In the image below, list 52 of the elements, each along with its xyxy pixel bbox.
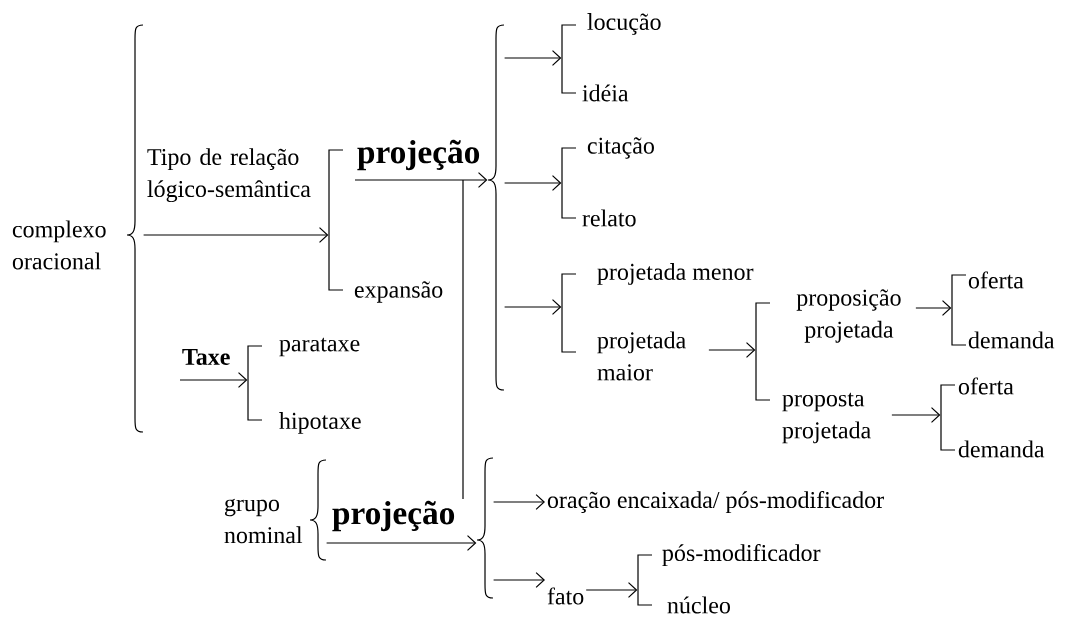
bracket — [561, 24, 577, 94]
curly-brace — [487, 24, 505, 391]
arrow — [504, 299, 562, 315]
arrow — [585, 582, 638, 598]
term-text: pós-modificador — [662, 544, 821, 566]
term-text: oferta — [958, 377, 1014, 395]
arrow — [493, 494, 545, 510]
arrow — [504, 175, 562, 191]
arrow — [354, 172, 488, 188]
arrow — [708, 342, 756, 358]
term-text: projetada maior — [597, 331, 686, 381]
arrow — [493, 572, 545, 588]
term-text: relato — [582, 209, 636, 227]
term-text: parataxe — [279, 337, 360, 357]
bracket — [951, 274, 967, 346]
arrow — [915, 300, 952, 316]
term-text: fato — [547, 587, 584, 605]
term-text: hipotaxe — [279, 412, 361, 434]
bracket — [637, 554, 653, 606]
term-text: demanda — [958, 440, 1045, 458]
curly-brace — [309, 459, 327, 561]
connector-line — [462, 179, 464, 500]
term-text: citação — [587, 137, 654, 159]
term-text: locução — [587, 13, 661, 35]
bracket — [328, 149, 344, 291]
arrow — [504, 50, 562, 66]
term-text: complexo oracional — [12, 220, 106, 270]
term-text: proposta projetada — [782, 392, 871, 444]
arrow — [326, 535, 477, 551]
bracket — [940, 384, 956, 451]
term-text: expansão — [354, 281, 443, 303]
term-text: proposição projetada — [796, 289, 901, 343]
term-text: oferta — [968, 271, 1024, 289]
term-text: oração encaixada/ pós-modificador — [547, 491, 884, 513]
arrow — [891, 407, 941, 423]
arrow — [179, 372, 248, 388]
edge-label: Tipo de relação lógico-semântica — [147, 148, 311, 203]
bracket — [561, 147, 577, 219]
term-text: demanda — [968, 331, 1055, 349]
term-text: idéia — [582, 84, 629, 102]
heading-text: projeção — [357, 139, 480, 171]
bracket — [755, 302, 771, 401]
term-text: grupo nominal — [224, 498, 303, 544]
curly-brace — [476, 457, 494, 599]
bracket — [247, 345, 263, 421]
term-text: núcleo — [667, 596, 730, 614]
heading-text: projeção — [332, 500, 455, 532]
term-text: projetada menor — [597, 263, 754, 285]
curly-brace — [126, 24, 144, 433]
arrow — [143, 227, 329, 243]
bracket — [561, 273, 577, 353]
heading-text: Taxe — [182, 349, 230, 365]
